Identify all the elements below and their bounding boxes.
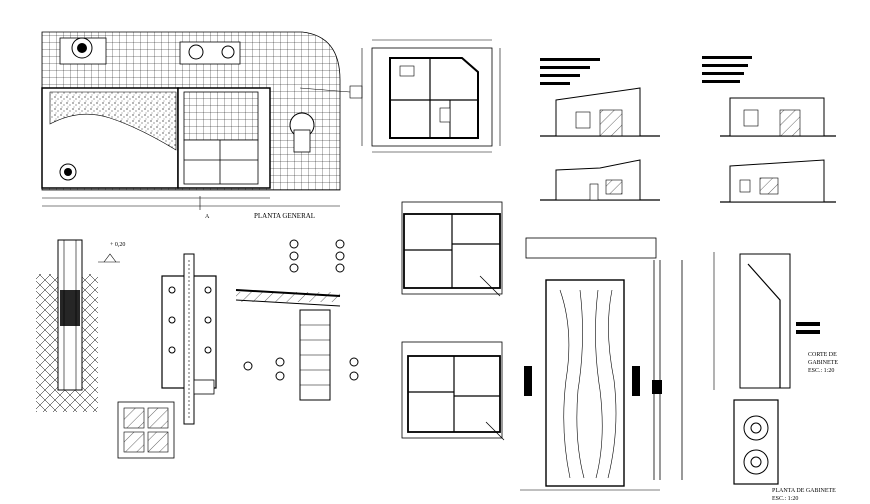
cabinet-plan	[733, 399, 779, 485]
cabinet-section	[713, 252, 820, 390]
corte-scale: ESC.: 1:20	[808, 368, 834, 374]
elevation-right	[702, 56, 836, 137]
side-elevation-left	[540, 159, 660, 201]
floor-plan-main	[361, 39, 501, 153]
side-elevation-right	[720, 159, 836, 203]
door-section	[652, 260, 683, 480]
planta-gabinete-scale: ESC.: 1:20	[772, 496, 798, 502]
floor-plan-c	[401, 341, 505, 441]
corte-title-line2: GABINETE	[808, 360, 838, 366]
section-mark-a: A	[205, 214, 210, 220]
level-mark: + 0,20	[110, 242, 125, 248]
planta-gabinete-title: PLANTA DE GABINETE	[772, 488, 836, 494]
site-plan	[41, 31, 363, 210]
elevation-left	[540, 58, 660, 137]
frame-detail	[161, 253, 217, 425]
small-detail-boxes	[117, 401, 175, 459]
roof-stair-section	[235, 239, 359, 401]
corte-title-line1: CORTE DE	[808, 352, 837, 358]
site-plan-title: PLANTA GENERAL	[254, 212, 315, 220]
floor-plan-b	[401, 201, 503, 297]
door-elevation	[520, 237, 660, 491]
foundation-detail	[36, 239, 120, 412]
